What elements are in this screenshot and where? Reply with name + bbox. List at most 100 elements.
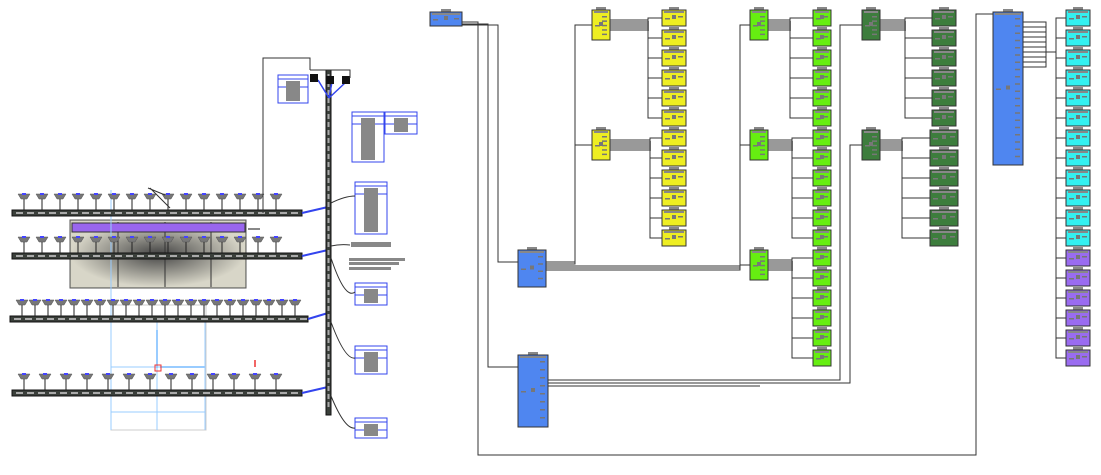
blue-node[interactable] [517, 247, 547, 288]
purple-child-node[interactable] [1065, 247, 1091, 267]
blue-node[interactable] [517, 352, 549, 428]
cyan-child-node[interactable] [1065, 7, 1091, 27]
dark-green-child-node[interactable] [931, 87, 957, 107]
selection-marker[interactable] [154, 364, 162, 372]
green-child-node[interactable] [812, 207, 832, 227]
rail-slot [38, 212, 45, 214]
green-child-node[interactable] [812, 287, 832, 307]
green-child-node[interactable] [812, 227, 832, 247]
rail[interactable] [11, 193, 303, 217]
dark-green-child-node[interactable] [931, 107, 957, 127]
blue-hub-node[interactable] [992, 9, 1024, 166]
rail[interactable] [9, 299, 309, 323]
node-port [602, 24, 607, 27]
dark-green-child-node[interactable] [931, 67, 957, 87]
dark-green-parent-node[interactable] [861, 127, 881, 161]
node-glyph [942, 115, 946, 119]
dark-green-child-node[interactable] [929, 147, 959, 167]
cyan-child-node[interactable] [1065, 147, 1091, 167]
dark-green-child-node[interactable] [929, 167, 959, 187]
dark-green-child-node[interactable] [929, 207, 959, 227]
junction-node[interactable] [342, 76, 350, 84]
yellow-child-node[interactable] [661, 27, 687, 47]
green-child-node[interactable] [812, 47, 832, 67]
side-node[interactable] [384, 111, 418, 135]
purple-child-node[interactable] [1065, 327, 1091, 347]
side-node[interactable] [354, 181, 388, 235]
dark-green-child-node[interactable] [929, 187, 959, 207]
yellow-child-node[interactable] [661, 147, 687, 167]
rail[interactable] [11, 373, 303, 397]
junction-node[interactable] [310, 74, 318, 82]
node-port [1015, 76, 1020, 78]
cyan-child-node[interactable] [1065, 127, 1091, 147]
cyan-child-node[interactable] [1065, 187, 1091, 207]
rail[interactable] [11, 236, 303, 260]
green-parent-node[interactable] [749, 7, 769, 41]
green-child-node[interactable] [812, 307, 832, 327]
green-child-node[interactable] [812, 187, 832, 207]
purple-child-node[interactable] [1065, 287, 1091, 307]
yellow-child-node[interactable] [661, 47, 687, 67]
green-child-node[interactable] [812, 107, 832, 127]
side-node[interactable] [351, 111, 385, 163]
cyan-child-node[interactable] [1065, 167, 1091, 187]
green-child-node[interactable] [812, 127, 832, 147]
green-child-node[interactable] [812, 147, 832, 167]
side-node[interactable] [354, 345, 388, 375]
green-child-node[interactable] [812, 327, 832, 347]
cyan-child-node[interactable] [1065, 27, 1091, 47]
component-pin [256, 193, 260, 195]
green-child-node[interactable] [812, 167, 832, 187]
yellow-parent-node[interactable] [591, 7, 611, 41]
green-child-node[interactable] [812, 267, 832, 287]
dark-green-child-node[interactable] [929, 227, 959, 247]
green-child-node[interactable] [812, 347, 832, 367]
cyan-child-node[interactable] [1065, 67, 1091, 87]
cyan-child-node[interactable] [1065, 227, 1091, 247]
yellow-child-node[interactable] [661, 187, 687, 207]
green-parent-node[interactable] [749, 127, 769, 161]
purple-child-node[interactable] [1065, 347, 1091, 367]
green-child-node[interactable] [812, 27, 832, 47]
green-child-node[interactable] [812, 87, 832, 107]
yellow-child-node[interactable] [661, 207, 687, 227]
yellow-parent-node[interactable] [591, 127, 611, 161]
side-node[interactable] [277, 74, 309, 104]
green-child-node[interactable] [812, 247, 832, 267]
yellow-child-node[interactable] [661, 127, 687, 147]
green-parent-node[interactable] [749, 247, 769, 281]
dark-green-child-node[interactable] [929, 127, 959, 147]
dark-green-parent-node[interactable] [861, 7, 881, 41]
rail-slot [159, 212, 166, 214]
cyan-child-node[interactable] [1065, 87, 1091, 107]
node-port [1015, 61, 1020, 63]
vertical-rail[interactable] [325, 69, 332, 416]
blue-source-node[interactable] [429, 9, 463, 27]
cyan-child-node[interactable] [1065, 107, 1091, 127]
green-child-node[interactable] [812, 7, 832, 27]
yellow-child-node[interactable] [661, 227, 687, 247]
yellow-child-node[interactable] [661, 7, 687, 27]
yellow-child-node[interactable] [661, 107, 687, 127]
cyan-child-node[interactable] [1065, 47, 1091, 67]
junction-node[interactable] [326, 76, 334, 84]
dark-green-child-node[interactable] [931, 27, 957, 47]
green-child-node[interactable] [812, 67, 832, 87]
dark-green-child-node[interactable] [931, 7, 957, 27]
label-block [349, 267, 391, 270]
dark-green-child-node[interactable] [931, 47, 957, 67]
yellow-child-node[interactable] [661, 167, 687, 187]
node-port [760, 29, 765, 31]
cyan-child-node[interactable] [1065, 207, 1091, 227]
node-port [816, 218, 821, 220]
side-node[interactable] [354, 417, 388, 439]
purple-child-node[interactable] [1065, 307, 1091, 327]
side-node[interactable] [354, 282, 388, 306]
node-port [665, 118, 670, 120]
yellow-child-node[interactable] [661, 67, 687, 87]
purple-child-node[interactable] [1065, 267, 1091, 287]
yellow-child-node[interactable] [661, 87, 687, 107]
wire [546, 144, 592, 265]
